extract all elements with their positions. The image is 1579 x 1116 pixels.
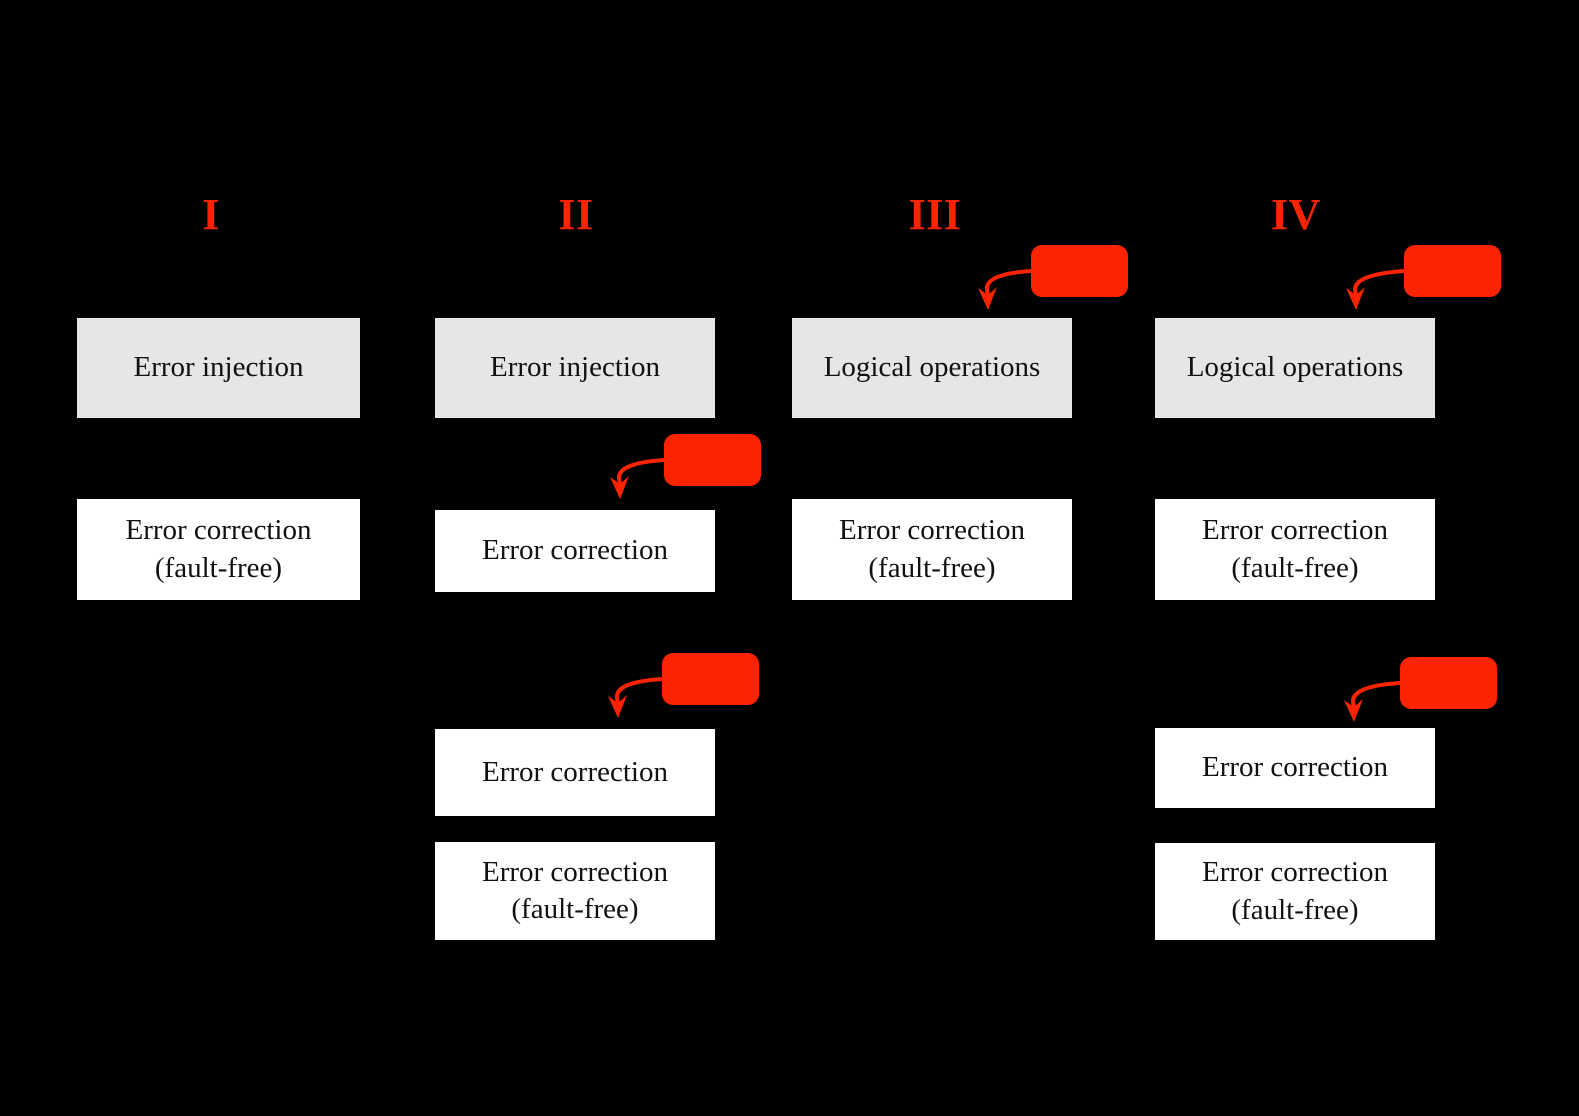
stage-box: Error correction bbox=[1155, 728, 1435, 808]
stage-box: Error correction bbox=[435, 729, 715, 816]
stage-box: Error correction (fault-free) bbox=[435, 842, 715, 940]
stage-box: Error correction bbox=[435, 510, 715, 592]
stage-box: Error injection bbox=[77, 318, 360, 418]
stage-box: Error correction (fault-free) bbox=[1155, 499, 1435, 600]
column-label-ii: II bbox=[558, 190, 594, 239]
stage-box: Logical operations bbox=[1155, 318, 1435, 418]
red-callout-badge bbox=[662, 653, 759, 705]
stage-box: Error correction (fault-free) bbox=[792, 499, 1072, 600]
red-callout-badge bbox=[1404, 245, 1501, 297]
column-label-iv: IV bbox=[1271, 190, 1321, 239]
column-label-i: I bbox=[202, 190, 220, 239]
stage-box: Logical operations bbox=[792, 318, 1072, 418]
stage-box: Error correction (fault-free) bbox=[1155, 843, 1435, 940]
stage-box: Error correction (fault-free) bbox=[77, 499, 360, 600]
stage-box: Error injection bbox=[435, 318, 715, 418]
red-callout-badge bbox=[1031, 245, 1128, 297]
red-callout-badge bbox=[1400, 657, 1497, 709]
column-label-iii: III bbox=[908, 190, 962, 239]
red-callout-badge bbox=[664, 434, 761, 486]
